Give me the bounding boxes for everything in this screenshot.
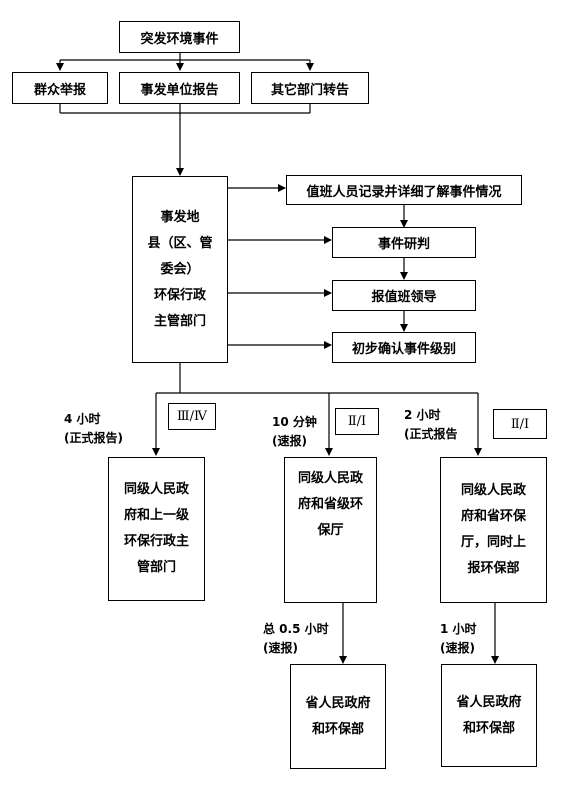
top-event-box: 突发环境事件 (119, 21, 240, 53)
source-other-dept-box: 其它部门转告 (251, 72, 369, 104)
branch-2-province-line: 和环保部 (311, 721, 364, 737)
source-unit-report-box: 事发单位报告 (119, 72, 240, 104)
branch-1-time-line: (正式报告) (64, 431, 123, 445)
branch-1-target-line: 府和上一级 (123, 508, 189, 523)
branch-3-next-time-line: 1 小时 (440, 622, 477, 636)
branch-3-next-time-label: 1 小时 (速报) (440, 620, 477, 658)
branch-3-target-line: 同级人民政 (460, 483, 526, 498)
branch-3-target-line: 厅，同时上 (460, 535, 526, 550)
branch-1-target-box: 同级人民政 府和上一级 环保行政主 管部门 (108, 457, 205, 601)
county-line: 事发地 (160, 209, 200, 225)
source-public-report-box: 群众举报 (12, 72, 108, 104)
branch-1-level-badge: Ⅲ/Ⅳ (168, 403, 216, 430)
branch-3-time-line: (正式报告 (404, 427, 458, 441)
branch-2-target-line: 同级人民政 (297, 471, 363, 486)
branch-1-target-line: 同级人民政 (123, 482, 189, 497)
branch-3-province-box: 省人民政府 和环保部 (441, 664, 537, 767)
branch-2-time-line: (速报) (272, 434, 307, 448)
branch-3-target-line: 报环保部 (467, 561, 520, 576)
step-record-box: 值班人员记录并详细了解事件情况 (286, 175, 522, 205)
branch-2-target-box: 同级人民政 府和省级环 保厅 (284, 457, 377, 603)
branch-2-target-line: 府和省级环 (297, 497, 363, 512)
branch-2-province-line: 省人民政府 (305, 695, 371, 711)
county-line: 委会） (160, 261, 200, 277)
branch-3-next-time-line: (速报) (440, 641, 475, 655)
branch-3-level-badge: Ⅱ/Ⅰ (493, 409, 547, 439)
step-assess-box: 事件研判 (332, 227, 476, 258)
branch-1-time-line: 4 小时 (64, 412, 101, 426)
branch-1-target-line: 管部门 (136, 560, 176, 575)
branch-2-level-badge: Ⅱ/Ⅰ (335, 408, 379, 435)
branch-3-time-line: 2 小时 (404, 408, 441, 422)
branch-2-time-line: 10 分钟 (272, 415, 317, 429)
branch-3-time-label: 2 小时 (正式报告 (404, 406, 458, 444)
branch-1-target-line: 环保行政主 (123, 534, 189, 549)
branch-3-province-line: 省人民政府 (456, 694, 522, 710)
step-report-leader-box: 报值班领导 (332, 280, 476, 311)
branch-2-time-label: 10 分钟 (速报) (272, 413, 317, 451)
branch-2-next-time-line: 总 0.5 小时 (263, 622, 329, 636)
county-line: 县（区、管 (147, 235, 213, 251)
branch-2-province-box: 省人民政府 和环保部 (290, 664, 386, 769)
branch-2-next-time-line: (速报) (263, 641, 298, 655)
step-confirm-level-box: 初步确认事件级别 (332, 332, 476, 363)
branch-3-target-line: 府和省环保 (460, 509, 526, 524)
branch-2-target-line: 保厅 (317, 523, 344, 538)
county-env-dept-box: 事发地 县（区、管 委会） 环保行政 主管部门 (132, 176, 228, 363)
branch-2-next-time-label: 总 0.5 小时 (速报) (263, 620, 329, 658)
county-line: 主管部门 (153, 313, 206, 329)
county-line: 环保行政 (153, 287, 206, 303)
branch-3-province-line: 和环保部 (462, 720, 515, 736)
branch-3-target-box: 同级人民政 府和省环保 厅，同时上 报环保部 (440, 457, 547, 603)
branch-1-time-label: 4 小时 (正式报告) (64, 410, 123, 448)
